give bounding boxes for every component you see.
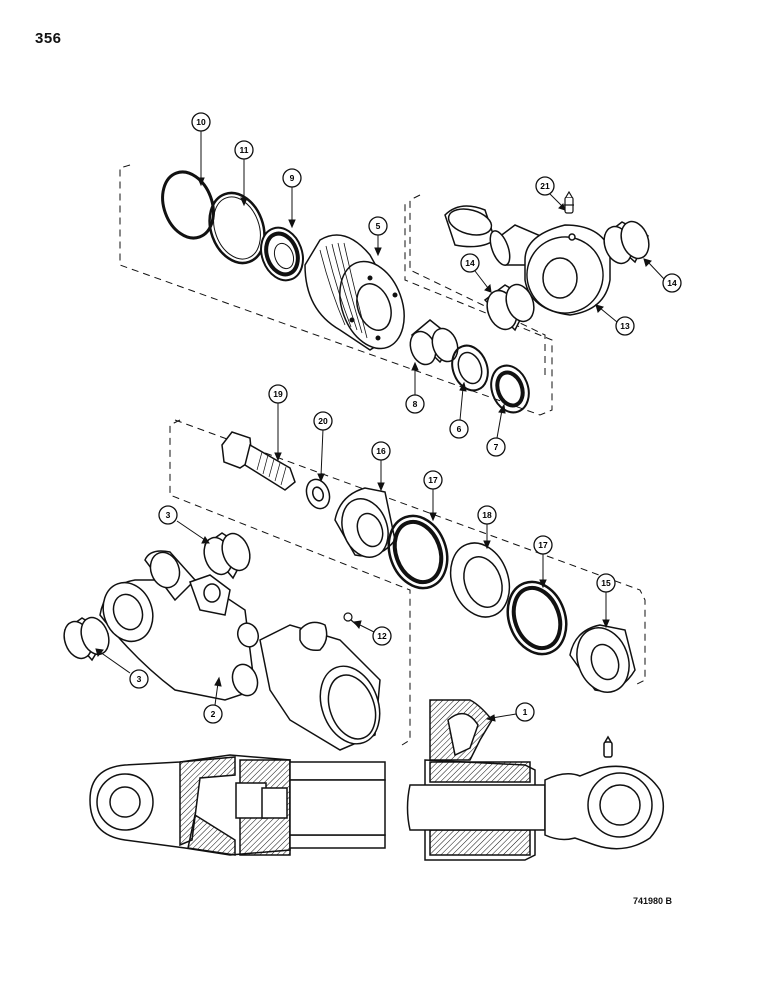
callout-labels: 10 11 9 5 21 14 14 13 8 6 7 19 20 16 17 … <box>129 112 682 724</box>
dashed-group-outlines <box>119 164 646 746</box>
part-15-piston-nut <box>569 624 636 693</box>
svg-text:7: 7 <box>494 442 499 452</box>
part-9-seal <box>260 226 304 282</box>
callout-6: 6 <box>449 419 469 439</box>
callout-11: 11 <box>234 140 254 160</box>
svg-text:1: 1 <box>523 707 528 717</box>
callout-14-b: 14 <box>662 273 682 293</box>
part-3-bushing-a <box>203 532 251 580</box>
svg-text:21: 21 <box>540 181 550 191</box>
part-8-bushing <box>409 319 459 366</box>
callout-17-a: 17 <box>423 470 443 490</box>
svg-text:14: 14 <box>465 258 475 268</box>
callout-5: 5 <box>368 216 388 236</box>
callout-16: 16 <box>371 441 391 461</box>
part-20-washer <box>305 478 331 510</box>
part-17-seal-a <box>387 514 449 590</box>
svg-text:14: 14 <box>667 278 677 288</box>
part-6-ring <box>451 344 489 392</box>
part-16-piston <box>334 487 396 558</box>
svg-text:10: 10 <box>196 117 206 127</box>
svg-text:19: 19 <box>273 389 283 399</box>
svg-text:16: 16 <box>376 446 386 456</box>
svg-text:11: 11 <box>240 145 249 155</box>
svg-text:20: 20 <box>318 416 328 426</box>
assembled-cylinder-left <box>89 754 386 856</box>
svg-text:6: 6 <box>457 424 462 434</box>
callout-3-b: 3 <box>129 669 149 689</box>
part-18-wear-ring <box>449 542 511 618</box>
callout-14-a: 14 <box>460 253 480 273</box>
svg-text:12: 12 <box>377 631 387 641</box>
part-2-cylinder-barrel <box>99 550 381 751</box>
part-5-cylinder-head <box>304 234 405 351</box>
callout-15: 15 <box>596 573 616 593</box>
callout-18: 18 <box>477 505 497 525</box>
outline-piston-group <box>169 419 411 746</box>
svg-text:3: 3 <box>166 510 171 520</box>
callout-20: 20 <box>313 411 333 431</box>
callout-13: 13 <box>615 316 635 336</box>
svg-text:5: 5 <box>376 221 381 231</box>
part-10-o-ring <box>161 170 215 240</box>
callout-21: 21 <box>535 176 555 196</box>
part-17-seal-b <box>506 580 568 656</box>
part-11-backup-ring <box>208 191 266 265</box>
part-21-grease-fitting <box>564 190 574 214</box>
page-number: 356 <box>35 30 62 47</box>
svg-text:17: 17 <box>538 540 548 550</box>
svg-text:17: 17 <box>428 475 438 485</box>
callout-2: 2 <box>203 704 223 724</box>
svg-text:15: 15 <box>601 578 611 588</box>
callout-17-b: 17 <box>533 535 553 555</box>
callout-10: 10 <box>191 112 211 132</box>
callout-7: 7 <box>486 437 506 457</box>
callout-12: 12 <box>372 626 392 646</box>
callout-1: 1 <box>515 702 535 722</box>
outline-head-group <box>119 164 553 416</box>
assembled-cylinder-right <box>406 699 665 861</box>
part-13-rod-eye <box>444 205 611 316</box>
outline-piston-right <box>174 419 646 686</box>
callout-9: 9 <box>282 168 302 188</box>
callout-19: 19 <box>268 384 288 404</box>
figure-code: 741980 B <box>633 896 673 906</box>
callout-8: 8 <box>405 394 425 414</box>
svg-text:9: 9 <box>290 173 295 183</box>
outline-rod-eye-group <box>409 194 546 380</box>
svg-text:2: 2 <box>211 709 216 719</box>
callout-3-a: 3 <box>158 505 178 525</box>
svg-text:18: 18 <box>482 510 492 520</box>
svg-text:13: 13 <box>620 321 630 331</box>
part-19-bolt <box>221 431 296 491</box>
svg-text:3: 3 <box>137 674 142 684</box>
part-7-wiper-seal <box>490 364 530 414</box>
svg-text:8: 8 <box>413 399 418 409</box>
callout-leaders <box>95 131 666 722</box>
part-14-bushing-b <box>603 220 650 265</box>
part-14-bushing-a <box>483 283 535 332</box>
